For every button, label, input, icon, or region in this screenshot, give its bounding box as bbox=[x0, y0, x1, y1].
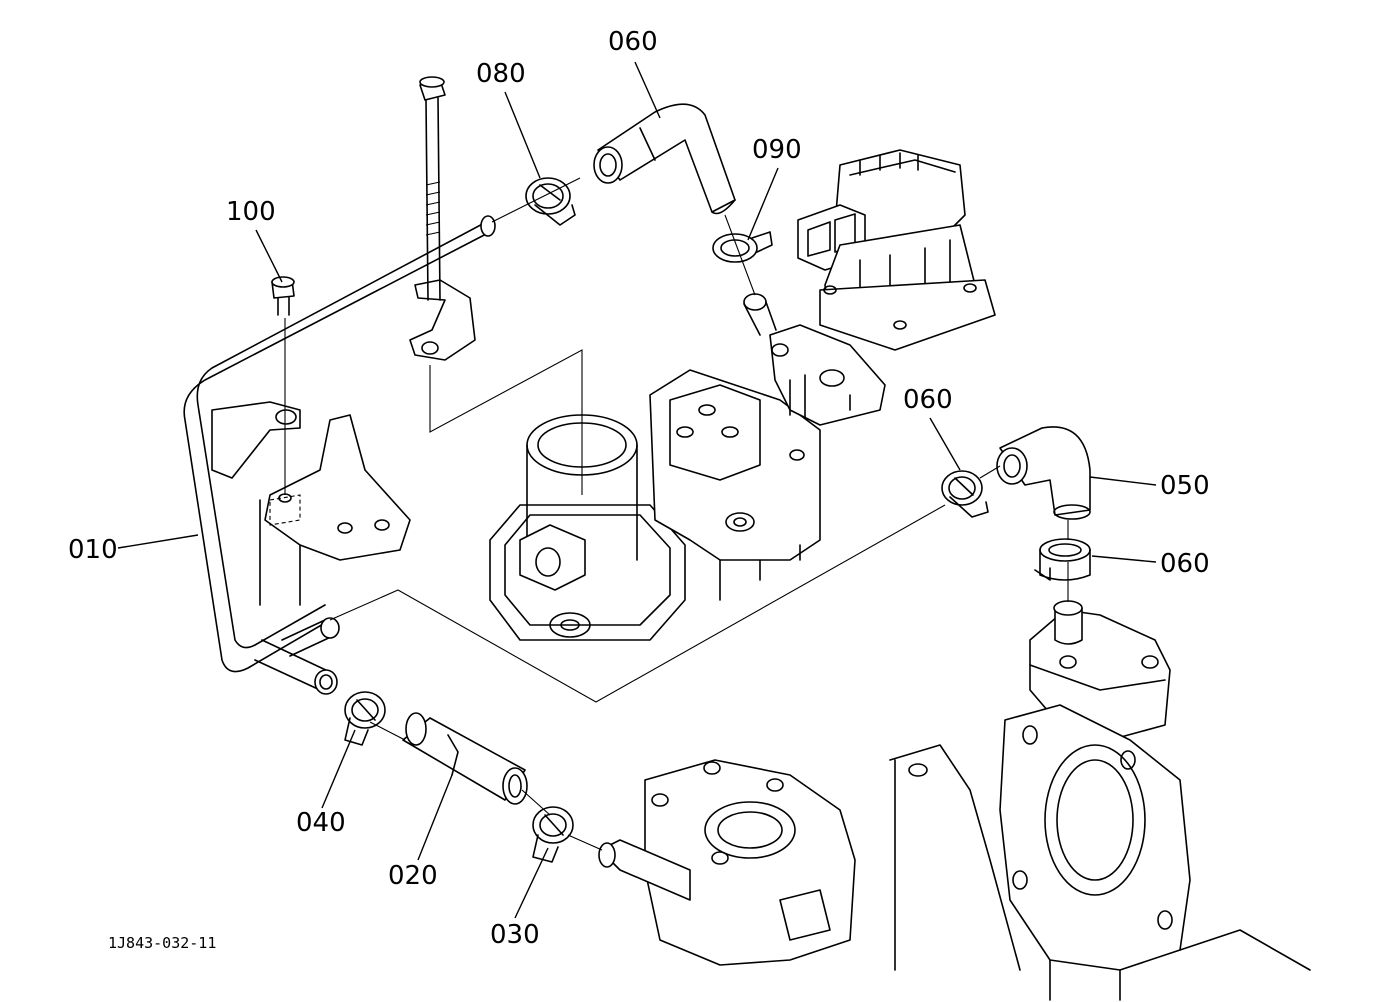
thermostat-housing bbox=[889, 600, 1311, 1001]
callout-labels: 060 080 090 100 010 060 050 060 040 020 … bbox=[68, 27, 1210, 950]
pipe-bracket bbox=[409, 279, 476, 361]
water-flange bbox=[598, 759, 856, 966]
callout-060-upper: 060 bbox=[903, 385, 953, 415]
assembly-lines bbox=[284, 177, 1069, 851]
leader-lines bbox=[117, 61, 1157, 919]
egr-valve bbox=[743, 149, 996, 426]
callout-090: 090 bbox=[752, 135, 802, 165]
callout-080: 080 bbox=[476, 59, 526, 89]
callout-070: 060 bbox=[608, 27, 658, 57]
callout-010: 010 bbox=[68, 535, 118, 565]
clamp-040 bbox=[344, 691, 386, 746]
hose-070 bbox=[593, 103, 736, 215]
hose-020 bbox=[402, 712, 528, 805]
long-bolt bbox=[419, 76, 446, 301]
hose-050 bbox=[996, 426, 1091, 520]
clamp-030 bbox=[532, 806, 574, 863]
pipe-010 bbox=[183, 215, 496, 695]
callout-030: 030 bbox=[490, 920, 540, 950]
clamp-060-upper bbox=[941, 470, 989, 518]
clamp-060-lower bbox=[1034, 538, 1091, 581]
bolt-100 bbox=[271, 276, 295, 316]
mounting-bracket bbox=[211, 401, 411, 606]
clamp-090 bbox=[712, 231, 773, 263]
clamp-080 bbox=[525, 177, 576, 226]
reference-code: 1J843-032-11 bbox=[108, 934, 216, 952]
callout-020: 020 bbox=[388, 861, 438, 891]
throttle-body bbox=[489, 369, 821, 641]
callout-060-lower: 060 bbox=[1160, 549, 1210, 579]
callout-050: 050 bbox=[1160, 471, 1210, 501]
callout-100: 100 bbox=[226, 197, 276, 227]
callout-040: 040 bbox=[296, 808, 346, 838]
